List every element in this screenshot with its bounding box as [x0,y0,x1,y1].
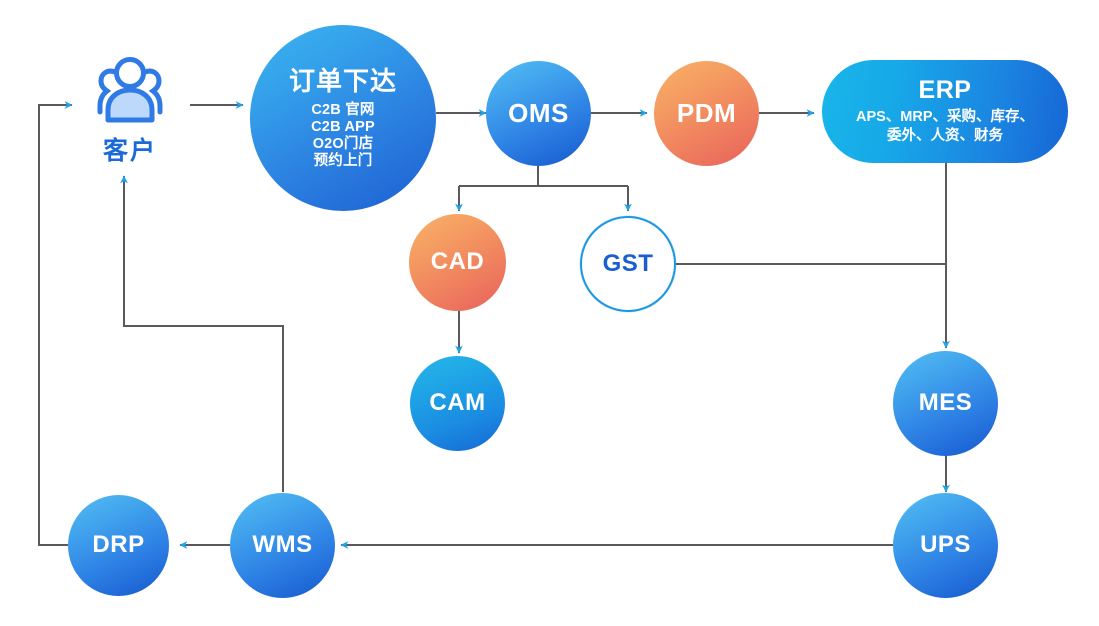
node-order-placement[interactable]: 订单下达 C2B 官网 C2B APP O2O门店 预约上门 [250,25,436,211]
node-cad[interactable]: CAD [409,214,506,311]
node-wms[interactable]: WMS [230,493,335,598]
node-mes[interactable]: MES [893,351,998,456]
edge-wms-to-customer [120,175,284,492]
cam-label: CAM [429,389,486,417]
customer-label: 客户 [102,137,157,165]
people-group-icon [97,57,163,123]
cad-label: CAD [430,248,485,276]
erp-line-1: APS、MRP、采购、库存、 [855,108,1035,125]
edge-drp-to-customer [38,101,73,546]
node-gst[interactable]: GST [580,216,676,312]
pdm-label: PDM [676,98,737,129]
mes-label: MES [918,389,973,417]
gst-label: GST [602,249,654,277]
drp-label: DRP [92,531,145,559]
order-line-4: 预约上门 [313,152,373,169]
order-line-3: O2O门店 [312,135,374,152]
ups-label: UPS [920,531,971,559]
order-title: 订单下达 [288,65,397,96]
node-cam[interactable]: CAM [410,356,505,451]
order-line-2: C2B APP [311,118,375,135]
order-line-1: C2B 官网 [311,101,375,118]
node-erp[interactable]: ERP APS、MRP、采购、库存、 委外、人资、财务 [822,60,1068,163]
node-oms[interactable]: OMS [486,61,591,166]
erp-line-2: 委外、人资、财务 [887,128,1003,145]
node-pdm[interactable]: PDM [654,61,759,166]
oms-label: OMS [508,98,569,129]
node-drp[interactable]: DRP [68,495,169,596]
node-ups[interactable]: UPS [893,493,998,598]
node-customer[interactable]: 客户 [78,52,182,170]
wms-label: WMS [252,531,313,559]
erp-title: ERP [918,76,972,105]
